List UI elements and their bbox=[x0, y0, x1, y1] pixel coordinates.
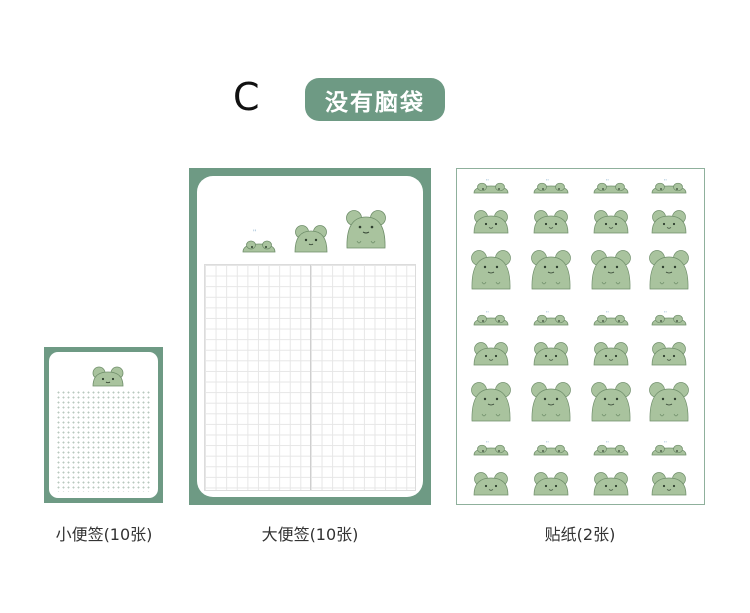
svg-text:'': '' bbox=[664, 441, 667, 447]
frog-sticker-icon: '' bbox=[593, 179, 629, 194]
frog-sticker-icon: '' bbox=[651, 441, 687, 456]
svg-text:'': '' bbox=[546, 179, 549, 185]
frog-sticker-icon: '' bbox=[533, 441, 569, 456]
svg-text:'': '' bbox=[664, 311, 667, 317]
frog-sticker-icon: '' bbox=[651, 311, 687, 326]
frog-sticker-icon: '' bbox=[593, 441, 629, 456]
small-note-caption: 小便签(10张) bbox=[55, 525, 153, 544]
frog-sticker-icon bbox=[531, 250, 571, 290]
svg-text:'': '' bbox=[486, 311, 489, 317]
frog-sticker-icon bbox=[651, 342, 687, 366]
frog-sticker-icon: '' bbox=[651, 179, 687, 194]
svg-text:'': '' bbox=[253, 229, 257, 236]
frog-sticker-icon: '' bbox=[593, 311, 629, 326]
frog-sticker-icon bbox=[533, 210, 569, 234]
big-note-caption: 大便签(10张) bbox=[261, 525, 359, 544]
frog-sticker-icon bbox=[533, 342, 569, 366]
svg-text:'': '' bbox=[546, 311, 549, 317]
svg-text:'': '' bbox=[486, 179, 489, 185]
svg-text:'': '' bbox=[486, 441, 489, 447]
frog-sticker-icon bbox=[473, 342, 509, 366]
small-note-pad bbox=[44, 347, 163, 503]
sticker-caption: 贴纸(2张) bbox=[544, 525, 616, 544]
frog-sticker-icon bbox=[531, 382, 571, 422]
frog-sticker-icon: '' bbox=[533, 311, 569, 326]
small-note-page bbox=[49, 352, 158, 498]
dot-grid bbox=[56, 390, 151, 492]
svg-text:'': '' bbox=[664, 179, 667, 185]
big-note-page: '' bbox=[197, 176, 423, 497]
frog-sticker-icon bbox=[593, 342, 629, 366]
big-note-pad: '' bbox=[189, 168, 431, 505]
svg-text:'': '' bbox=[546, 441, 549, 447]
frog-sticker-icon: '' bbox=[473, 311, 509, 326]
frog-sticker-icon bbox=[471, 250, 511, 290]
frog-eyes-icon: '' bbox=[242, 229, 276, 253]
svg-text:'': '' bbox=[606, 311, 609, 317]
grid-center-divider bbox=[310, 265, 311, 490]
sticker-sheet: '' '' '' '' '' '' '' '' '' '' '' '' bbox=[456, 168, 705, 505]
frog-body-icon bbox=[346, 210, 386, 249]
title-badge: 没有脑袋 bbox=[305, 78, 445, 121]
frog-sticker-icon: '' bbox=[533, 179, 569, 194]
frog-sticker-icon: '' bbox=[473, 179, 509, 194]
option-letter: C bbox=[233, 75, 260, 119]
svg-text:'': '' bbox=[606, 441, 609, 447]
frog-sticker-icon bbox=[593, 472, 629, 496]
frog-sticker-icon bbox=[471, 382, 511, 422]
frog-sticker-icon bbox=[473, 210, 509, 234]
frog-sticker-icon bbox=[591, 250, 631, 290]
svg-text:'': '' bbox=[606, 179, 609, 185]
frog-sticker-icon bbox=[651, 210, 687, 234]
frog-sticker-icon bbox=[649, 382, 689, 422]
frog-head-icon bbox=[294, 225, 328, 253]
frog-sticker-icon bbox=[533, 472, 569, 496]
frog-sticker-icon bbox=[591, 382, 631, 422]
frog-sticker-icon: '' bbox=[473, 441, 509, 456]
grid-paper bbox=[204, 264, 416, 491]
frog-head-icon bbox=[92, 366, 124, 387]
frog-sticker-icon bbox=[649, 250, 689, 290]
frog-sticker-icon bbox=[473, 472, 509, 496]
frog-sticker-icon bbox=[651, 472, 687, 496]
frog-sticker-icon bbox=[593, 210, 629, 234]
